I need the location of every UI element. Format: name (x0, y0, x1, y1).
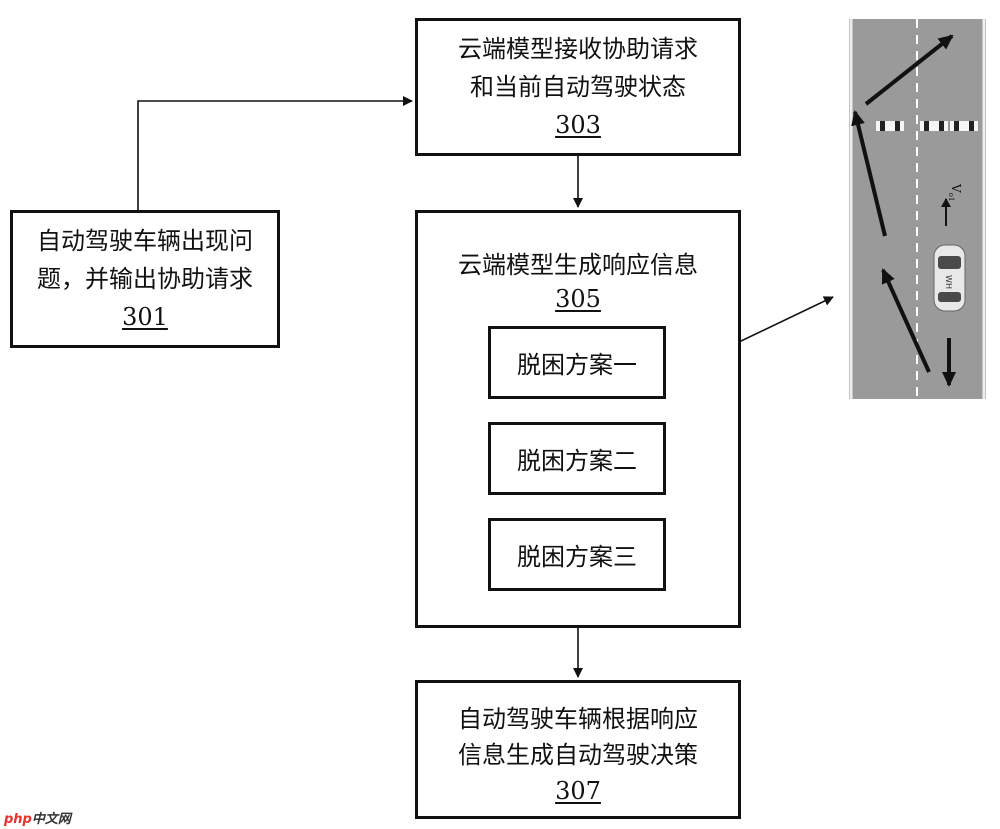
box-303-line1: 云端模型接收协助请求 (458, 35, 698, 63)
box-307-line1: 自动驾驶车辆根据响应 (458, 705, 698, 733)
box-307-ref: 307 (555, 777, 601, 805)
plan-box-1: 脱困方案一 (488, 326, 666, 399)
box-307: 自动驾驶车辆根据响应 信息生成自动驾驶决策 307 (415, 680, 741, 819)
box-307-line2: 信息生成自动驾驶决策 (458, 741, 698, 769)
box-301-ref: 301 (122, 303, 168, 331)
box-303: 云端模型接收协助请求 和当前自动驾驶状态 303 (415, 18, 741, 156)
plan-box-3: 脱困方案三 (488, 518, 666, 591)
watermark-logo: php中文网 (4, 808, 71, 827)
watermark-prefix: php (4, 812, 32, 827)
box-305-line1: 云端模型生成响应信息 (458, 251, 698, 279)
box-301-line2: 题，并输出协助请求 (37, 265, 253, 293)
box-305-ref: 305 (555, 285, 601, 313)
box-303-line2: 和当前自动驾驶状态 (470, 73, 686, 101)
box-303-ref: 303 (555, 111, 601, 139)
box-301-line1: 自动驾驶车辆出现问 (37, 227, 253, 255)
arrow-301-to-303 (137, 96, 413, 210)
box-301: 自动驾驶车辆出现问 题，并输出协助请求 301 (10, 210, 280, 348)
watermark-suffix: 中文网 (31, 812, 71, 827)
plan-box-2: 脱困方案二 (488, 422, 666, 495)
